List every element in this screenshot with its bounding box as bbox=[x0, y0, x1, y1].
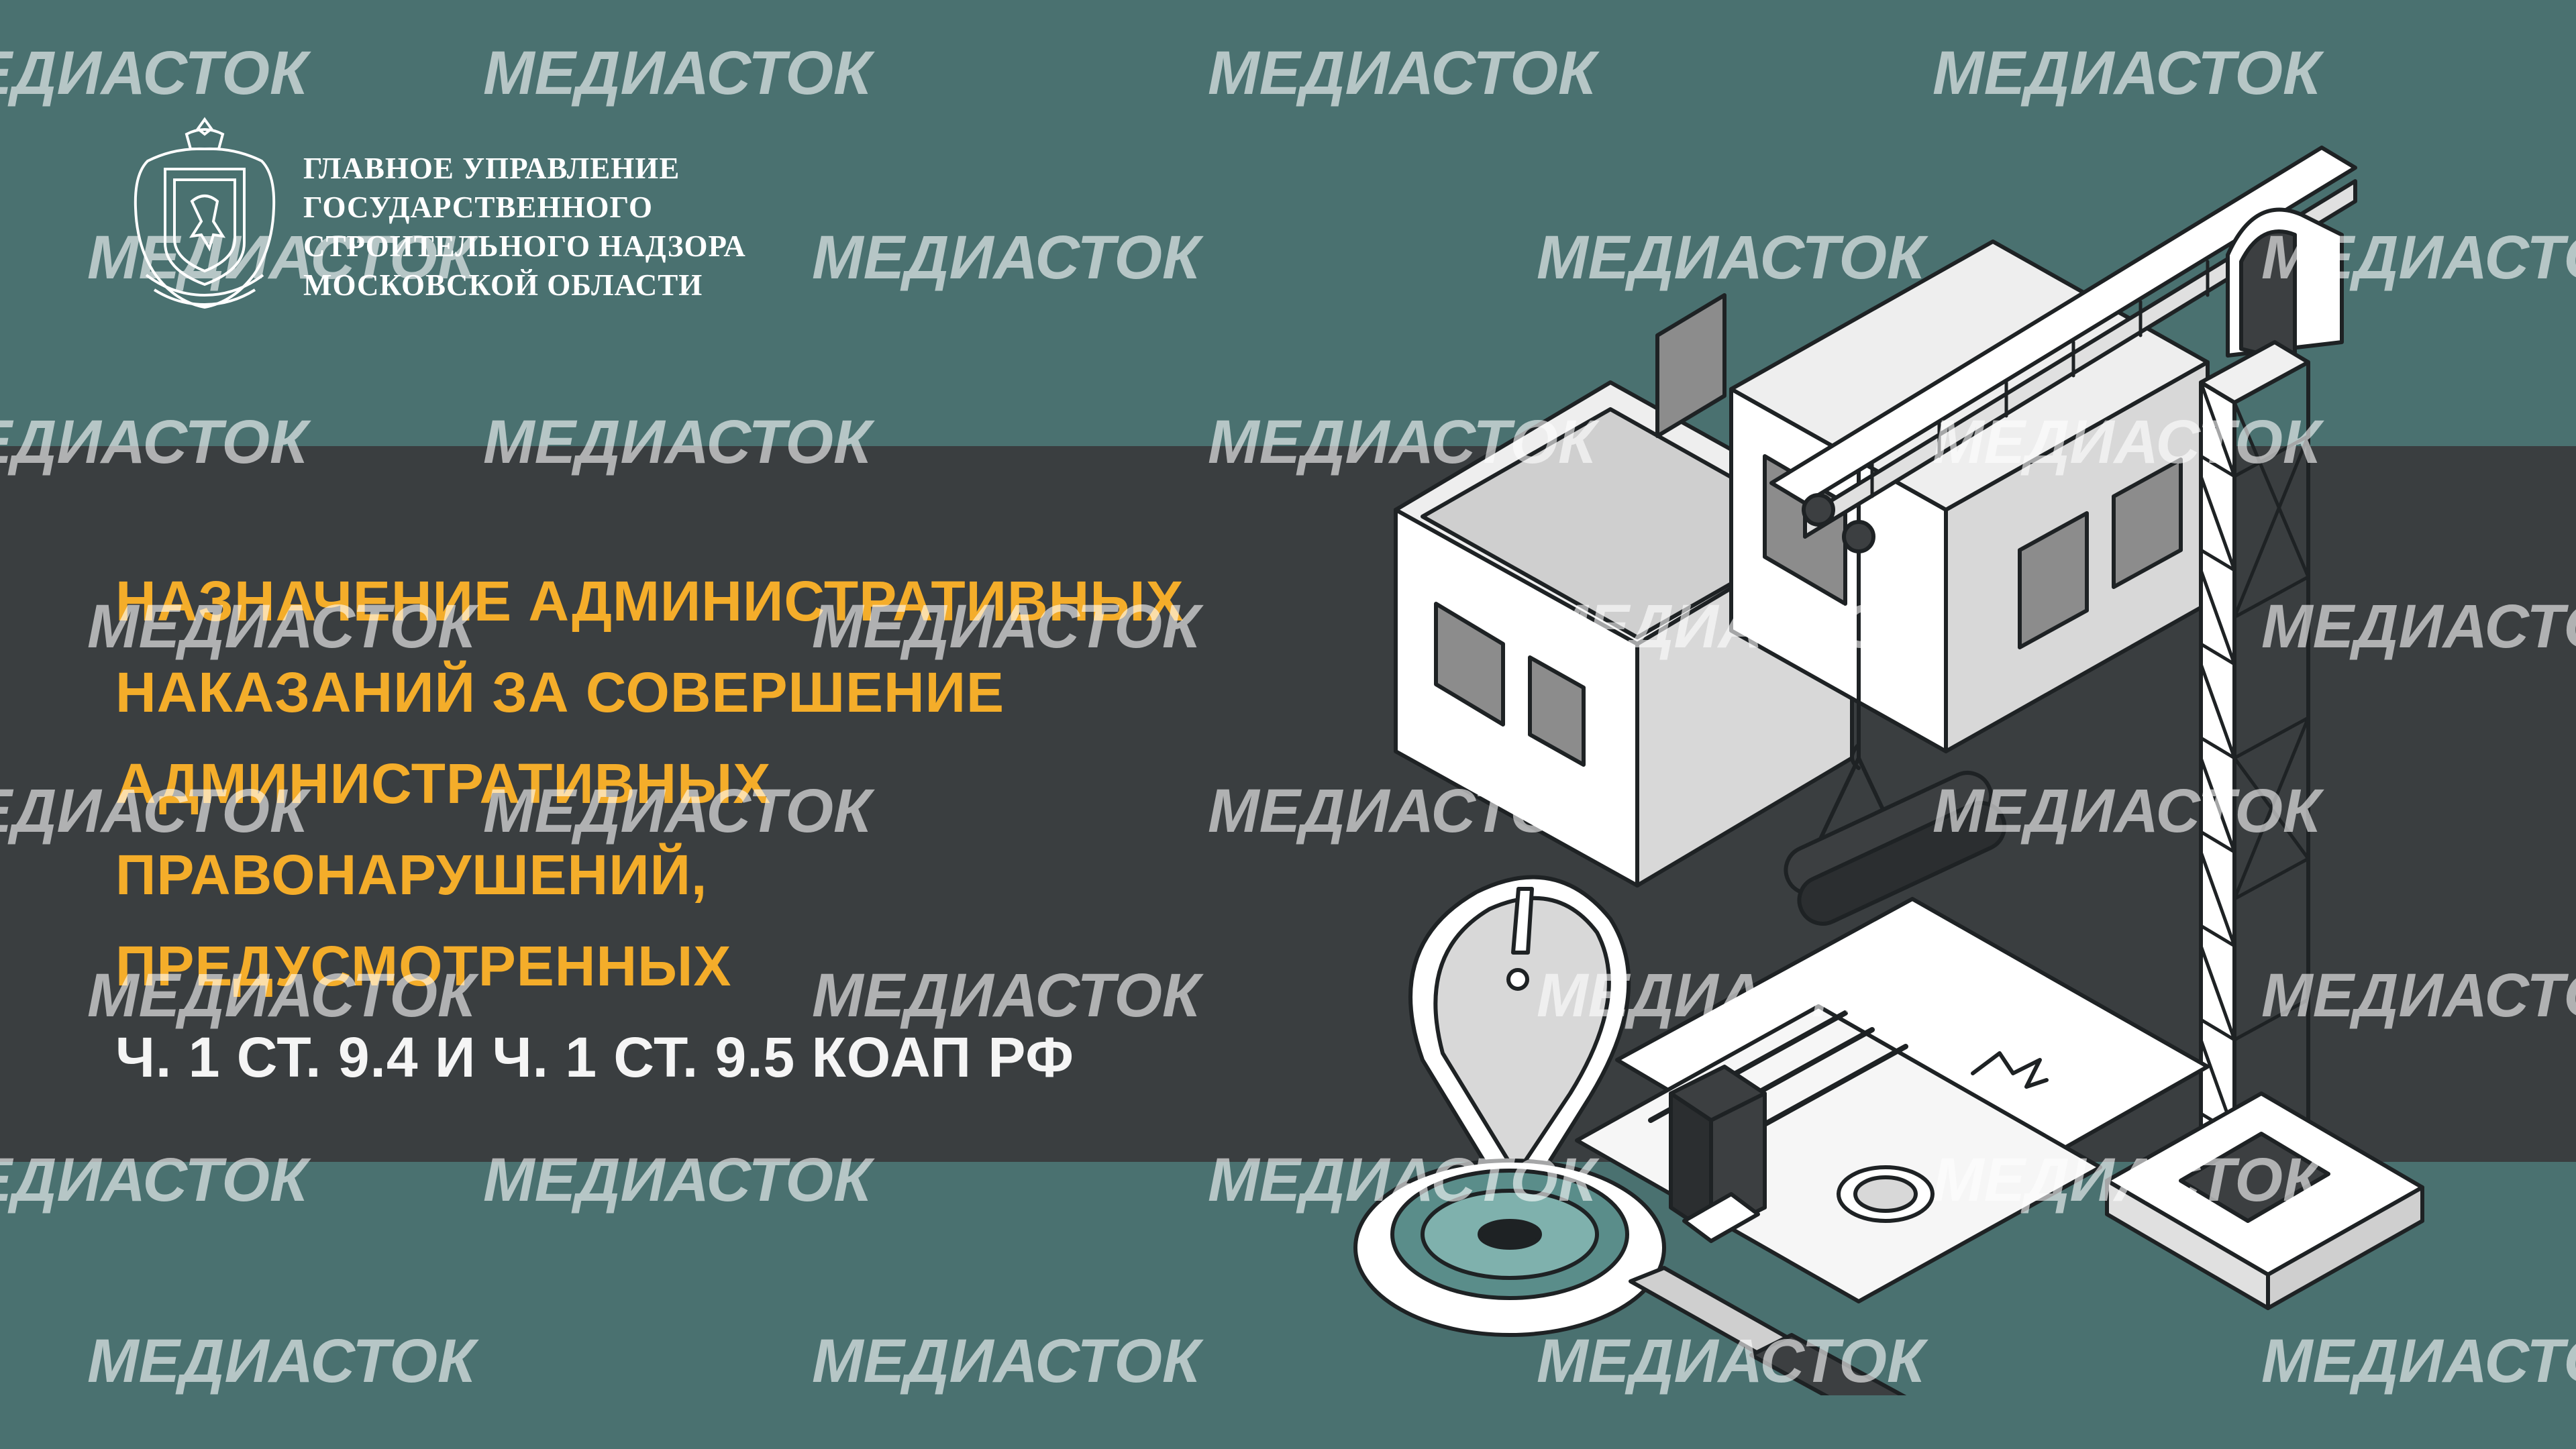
exclamation-mark-icon bbox=[1408, 875, 1631, 1216]
watermark-text: МЕДИАСТОК bbox=[87, 1327, 479, 1395]
organization-line: ГОСУДАРСТВЕННОГО bbox=[303, 191, 653, 224]
organization-line: МОСКОВСКОЙ ОБЛАСТИ bbox=[303, 268, 703, 302]
headline-subline: Ч. 1 СТ. 9.4 И Ч. 1 СТ. 9.5 КОАП РФ bbox=[115, 1026, 1074, 1089]
headline-line: ПРАВОНАРУШЕНИЙ, bbox=[115, 843, 708, 906]
headline: НАЗНАЧЕНИЕ АДМИНИСТРАТИВНЫХ НАКАЗАНИЙ ЗА… bbox=[115, 555, 1390, 1103]
construction-site-crane-icon bbox=[1353, 146, 2424, 1395]
watermark-text: МЕДИАСТОК bbox=[0, 39, 311, 107]
headline-line: АДМИНИСТРАТИВНЫХ bbox=[115, 752, 772, 815]
headline-line: НАЗНАЧЕНИЕ АДМИНИСТРАТИВНЫХ bbox=[115, 570, 1184, 633]
stamp-icon bbox=[1669, 1065, 1767, 1243]
watermark-text: МЕДИАСТОК bbox=[483, 39, 875, 107]
magnifying-glass-icon bbox=[1353, 1159, 1907, 1395]
headline-line: ПРЕДУСМОТРЕННЫХ bbox=[115, 934, 732, 998]
watermark-text: МЕДИАСТОК bbox=[812, 223, 1204, 292]
headline-line: НАКАЗАНИЙ ЗА СОВЕРШЕНИЕ bbox=[115, 661, 1005, 724]
moscow-oblast-coat-of-arms-icon bbox=[134, 117, 276, 309]
watermark-text: МЕДИАСТОК bbox=[812, 1327, 1204, 1395]
organization-line: СТРОИТЕЛЬНОГО НАДЗОРА bbox=[303, 229, 746, 263]
organization-line: ГЛАВНОЕ УПРАВЛЕНИЕ bbox=[303, 152, 680, 185]
organization-name: ГЛАВНОЕ УПРАВЛЕНИЕ ГОСУДАРСТВЕННОГО СТРО… bbox=[303, 149, 813, 305]
